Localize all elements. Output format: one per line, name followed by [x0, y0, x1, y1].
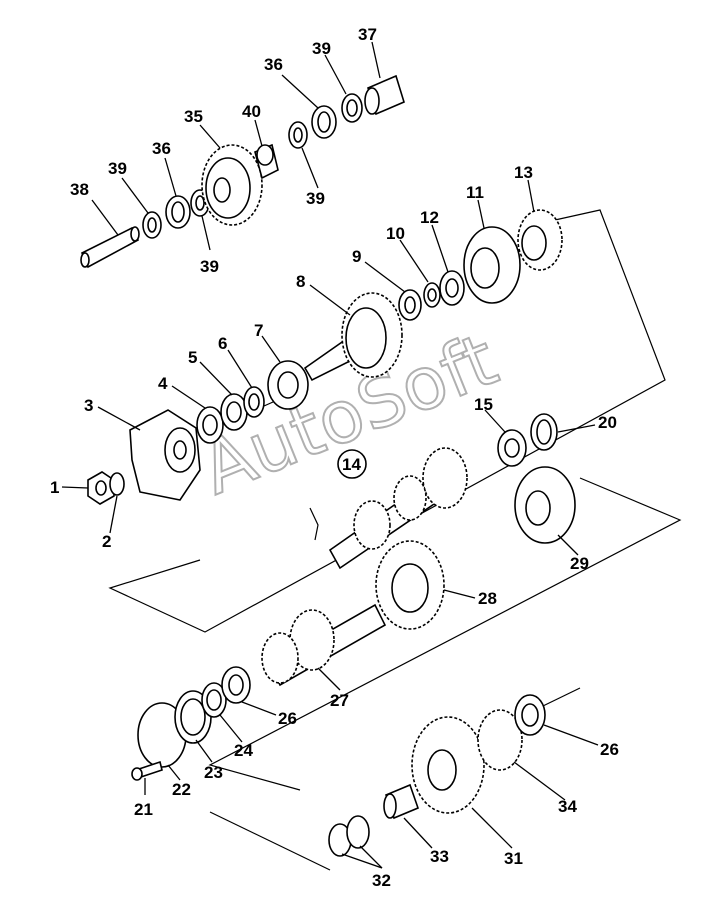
needle-bearing-36-a: [165, 195, 191, 229]
washer-39-c: [288, 121, 308, 149]
callout-31: 31: [504, 849, 523, 868]
bearing-15: [497, 429, 527, 467]
shaft-gear-8: [303, 292, 403, 382]
bearing-26-a: [221, 666, 251, 704]
gear-35: [201, 144, 263, 226]
callout-22: 22: [172, 780, 191, 799]
nut-1: [87, 471, 115, 505]
countershaft: [328, 447, 468, 570]
circle-14: [337, 449, 367, 479]
callout-39-b: 39: [200, 257, 219, 276]
callout-28: 28: [478, 589, 497, 608]
callout-13: 13: [514, 163, 533, 182]
gear-31: [411, 716, 485, 814]
callout-29: 29: [570, 554, 589, 573]
washer-39-d: [341, 93, 363, 123]
callout-7: 7: [254, 321, 263, 340]
synchro-11: [463, 226, 521, 304]
callout-26-a: 26: [278, 709, 297, 728]
ring-5: [220, 393, 248, 431]
callout-4: 4: [158, 374, 168, 393]
ring-10: [423, 282, 441, 308]
pin-38: [80, 226, 140, 269]
callout-24: 24: [234, 741, 253, 760]
washer-39-a: [142, 211, 162, 239]
callout-35: 35: [184, 107, 203, 126]
washer-2: [109, 472, 125, 496]
bearing-12: [439, 270, 465, 306]
callout-36-a: 36: [152, 139, 171, 158]
gear-34: [477, 709, 523, 771]
callout-27: 27: [330, 691, 349, 710]
callout-14: 14: [342, 455, 361, 474]
callout-5: 5: [188, 348, 197, 367]
callout-15: 15: [474, 395, 493, 414]
callout-3: 3: [84, 396, 93, 415]
callout-11: 11: [466, 183, 484, 202]
callout-23: 23: [204, 763, 223, 782]
callout-21: 21: [134, 800, 153, 819]
shaft-40: [254, 143, 279, 180]
callout-39-a: 39: [108, 159, 127, 178]
callout-26-b: 26: [600, 740, 619, 759]
ring-9: [398, 289, 422, 321]
leader-lines: [61, 41, 599, 869]
seal-4: [196, 406, 224, 444]
callout-9: 9: [352, 247, 361, 266]
gear-13: [517, 209, 563, 271]
ring-24: [201, 682, 227, 718]
bolt-21: [131, 760, 163, 781]
callout-38: 38: [70, 180, 89, 199]
needle-bearings-32: [328, 815, 370, 857]
callout-40: 40: [242, 102, 261, 121]
callout-6: 6: [218, 334, 227, 353]
callout-33: 33: [430, 847, 449, 866]
needle-bearing-36-b: [311, 105, 337, 139]
callout-36-b: 36: [264, 55, 283, 74]
callout-34: 34: [558, 797, 577, 816]
sleeve-33: [383, 783, 420, 820]
bearing-26-b: [514, 694, 546, 736]
flange-yoke-3: [129, 409, 201, 501]
callout-12: 12: [420, 208, 439, 227]
gear-28: [375, 540, 445, 630]
ring-6: [243, 386, 265, 418]
shaft-gear-27: [261, 603, 387, 687]
callout-39-d: 39: [312, 39, 331, 58]
callout-32: 32: [372, 871, 391, 890]
callout-8: 8: [296, 272, 305, 291]
callout-20: 20: [598, 413, 617, 432]
bushing-37: [364, 74, 405, 116]
callout-10: 10: [386, 224, 405, 243]
ring-20: [530, 413, 558, 451]
callout-1: 1: [50, 478, 59, 497]
callout-labels: 1 2 3 4 5 6 7 8 9 10 12 11 13 14 15 20 2…: [50, 25, 619, 890]
callout-2: 2: [102, 532, 111, 551]
callout-39-c: 39: [306, 189, 325, 208]
callout-37: 37: [358, 25, 377, 44]
hub-29: [514, 466, 576, 544]
bearing-7: [267, 360, 309, 410]
